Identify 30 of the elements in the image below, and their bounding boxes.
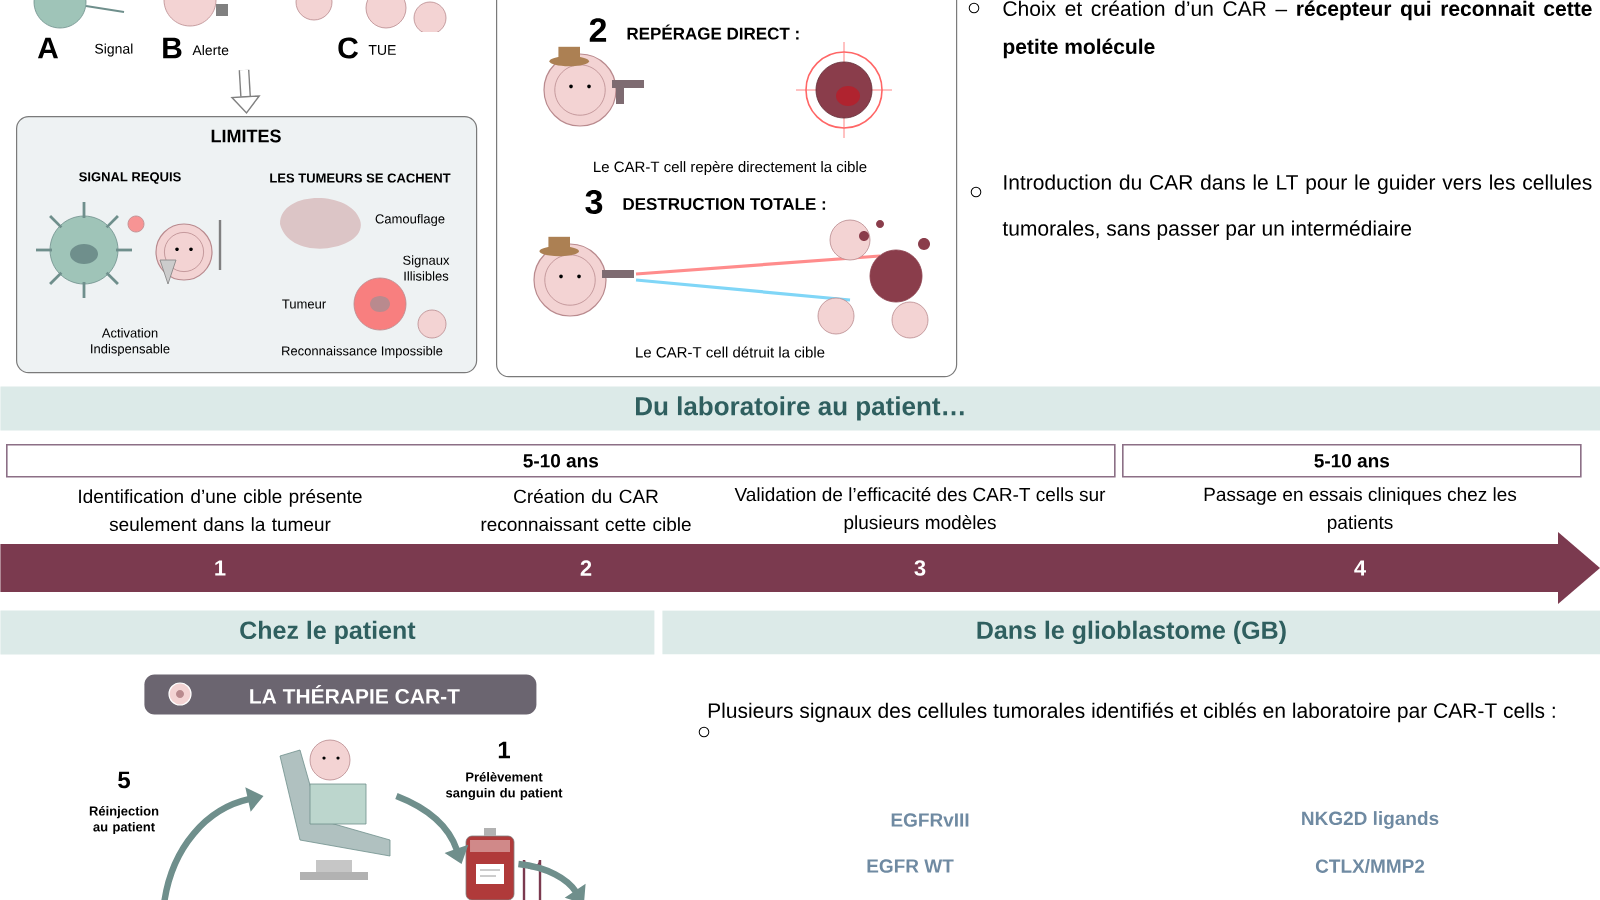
bullet-text: Plusieurs signaux des cellules tumorales identifiés et ciblés en laboratoire par CAR-T cells : — [708, 702, 1555, 723]
step-number: 2 — [589, 18, 607, 42]
target-name: EGFR WT — [867, 859, 954, 873]
target-name: NKG2D ligands — [1302, 811, 1439, 829]
bullet-text: Introduction du CAR dans le LT pour le guider vers les cellules tumorales, sans passer par un intermédiaire — [1002, 174, 1592, 240]
step-letter: C — [338, 37, 358, 59]
step-letter: A — [37, 37, 59, 59]
cycle-number: 1 — [498, 741, 510, 759]
panel-title: LIMITES — [211, 129, 281, 143]
blood-bag-drawing — [465, 828, 542, 900]
duration-box: 5-10 ans — [6, 444, 1116, 478]
section-band: Du laboratoire au patient… — [0, 386, 1600, 431]
step-number: 3 — [585, 189, 603, 215]
cycle-number: 5 — [118, 771, 130, 789]
target-name: CTLX/MMP2 — [1315, 858, 1425, 874]
patient-drawing — [279, 739, 391, 880]
step-description: Passage en essais cliniques chez les patients — [1204, 487, 1517, 533]
step-letter: B — [163, 37, 182, 59]
step-description: Création du CAR reconnaissant cette cible — [481, 488, 691, 532]
bullet-text: Choix et création d’un CAR – récepteur qui reconnait cette petite molécule — [1003, 0, 1592, 59]
title-pill: LA THÉRAPIE CAR-T — [144, 674, 537, 715]
step-heading: DESTRUCTION TOTALE : — [623, 198, 826, 210]
arrow — [517, 860, 586, 900]
section-band: Chez le patient — [0, 610, 655, 655]
section-band: Dans le glioblastome (GB) — [662, 610, 1600, 655]
step-heading: REPÉRAGE DIRECT : — [627, 24, 799, 40]
step-description: Validation de l’efficacité des CAR-T cells sur plusieurs modèles — [734, 487, 1106, 533]
duration-box: 5-10 ans — [1122, 444, 1582, 478]
step-description: Identification d’une cible présente seulement dans la tumeur — [79, 488, 362, 532]
target-name: EGFRvIII — [891, 813, 969, 827]
